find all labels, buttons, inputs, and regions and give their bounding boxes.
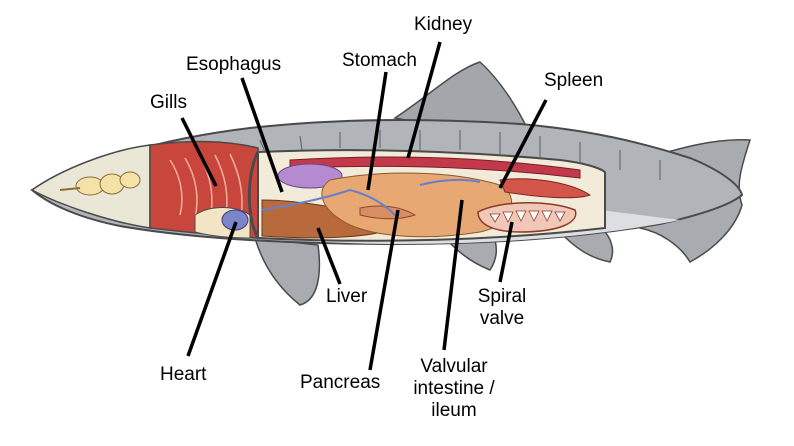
label-liver: Liver	[326, 286, 368, 307]
anal-fin	[558, 231, 614, 263]
label-esophagus: Esophagus	[186, 54, 282, 75]
pointer-esophagus	[240, 77, 284, 193]
pointer-heart	[186, 221, 238, 357]
label-spleen: Spleen	[544, 70, 604, 91]
label-valvular-intestine-line3: ileum	[431, 400, 477, 421]
label-pancreas: Pancreas	[300, 372, 381, 393]
pointer-kidney	[406, 41, 442, 159]
cavity-rim	[247, 151, 260, 239]
label-spiral-valve: Spiral valve	[470, 286, 534, 330]
label-stomach: Stomach	[342, 50, 417, 71]
pectoral-fin	[253, 237, 321, 306]
brain-structure	[59, 171, 141, 196]
label-gills: Gills	[150, 92, 187, 113]
pointer-stomach	[366, 71, 388, 191]
body-segments	[259, 130, 661, 180]
pointer-liver	[316, 227, 342, 285]
label-heart: Heart	[160, 364, 207, 385]
pointer-valvular-intestine	[442, 199, 464, 351]
label-kidney: Kidney	[414, 14, 473, 35]
kidney-organ	[289, 156, 581, 179]
pointer-spiral-valve	[498, 221, 514, 283]
pointer-pancreas	[368, 209, 400, 371]
pointer-gills	[180, 117, 218, 187]
spiral-valve-organ	[477, 201, 577, 233]
label-spiral-valve-line2: valve	[479, 308, 525, 329]
pancreas-organ	[359, 205, 417, 220]
pointer-spleen	[498, 99, 548, 189]
label-valvular-intestine: Valvular intestine / ileum	[404, 356, 504, 422]
heart-organ	[221, 209, 249, 231]
label-spiral-valve-line1: Spiral	[477, 286, 527, 307]
spleen-organ	[499, 178, 592, 199]
pointer-lines	[180, 41, 548, 371]
label-valvular-intestine-line2: intestine /	[413, 378, 495, 399]
blood-vessels	[261, 178, 481, 216]
spiral-valve-teeth	[489, 210, 566, 223]
label-valvular-intestine-line1: Valvular	[420, 356, 488, 377]
